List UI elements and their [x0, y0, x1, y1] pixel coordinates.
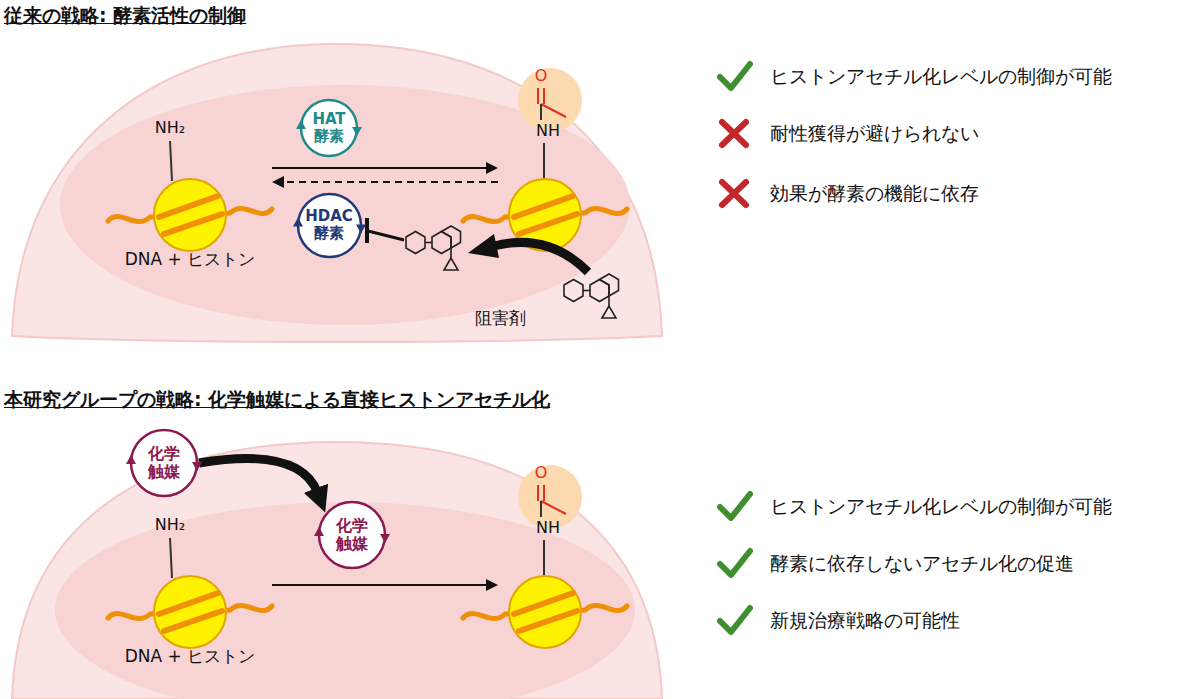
- inhibition-line: [368, 231, 404, 240]
- nucleosome: NH₂ DNA + ヒストン: [100, 114, 270, 274]
- inhibitor-label: 阻害剤: [475, 308, 526, 328]
- check-item: ヒストンアセチル化レベルの制御が可能: [770, 495, 1112, 518]
- arrow-connector: [272, 167, 488, 169]
- inhibitor-free: [564, 274, 619, 318]
- check-item: ヒストンアセチル化レベルの制御が可能: [770, 65, 1112, 88]
- acetyl-nucleosome: O NH: [500, 62, 596, 252]
- inhibitor-bound: [406, 226, 461, 270]
- enzyme-circle: HDAC 酵素: [293, 189, 366, 262]
- inhibitor-arrowhead: [468, 234, 499, 258]
- node-label: NH: [536, 122, 560, 140]
- inhibitor-arrow: [494, 242, 588, 272]
- panel-title: 本研究グループの戦略: 化学触媒による直接ヒストンアセチル化: [4, 388, 550, 411]
- nucleosome: NH₂ DNA + ヒストン: [100, 511, 270, 671]
- check-item: 耐性獲得が避けられない: [770, 122, 979, 145]
- check-item: 酵素に依存しないアセチル化の促進: [770, 552, 1074, 575]
- acetyl-nucleosome: O NH: [500, 459, 596, 649]
- catalyst-circle: 化学 触媒: [126, 425, 202, 501]
- check-item: 効果が酵素の機能に依存: [770, 182, 979, 205]
- catalyst-circle: 化学 触媒: [314, 497, 390, 573]
- group-label: NH₂: [155, 516, 185, 534]
- arrow-connector: [282, 181, 498, 183]
- arrow-connector: [272, 584, 488, 586]
- check-item: 新規治療戦略の可能性: [770, 609, 960, 632]
- node-label: HAT 酵素: [312, 111, 345, 146]
- cross-icon: [722, 122, 746, 205]
- enzyme-circle: HAT 酵素: [296, 95, 362, 161]
- node-label: NH: [536, 519, 560, 537]
- panel-title: 従来の戦略: 酵素活性の制御: [4, 4, 246, 27]
- node-label: HDAC 酵素: [305, 208, 353, 243]
- group-label: NH₂: [155, 119, 185, 137]
- node-label: 化学 触媒: [336, 517, 368, 554]
- arrow-connector: [199, 458, 318, 493]
- node-label: 化学 触媒: [148, 445, 180, 482]
- cell: [12, 44, 662, 342]
- group-label: O: [535, 67, 548, 85]
- group-label: O: [535, 464, 548, 482]
- node-label: DNA + ヒストン: [125, 250, 256, 270]
- node-label: DNA + ヒストン: [125, 647, 256, 667]
- nucleosome-pair: [108, 68, 627, 251]
- nucleosome-pair: [108, 465, 627, 648]
- check-icon: [720, 64, 750, 632]
- inhibition-bar: [365, 218, 369, 243]
